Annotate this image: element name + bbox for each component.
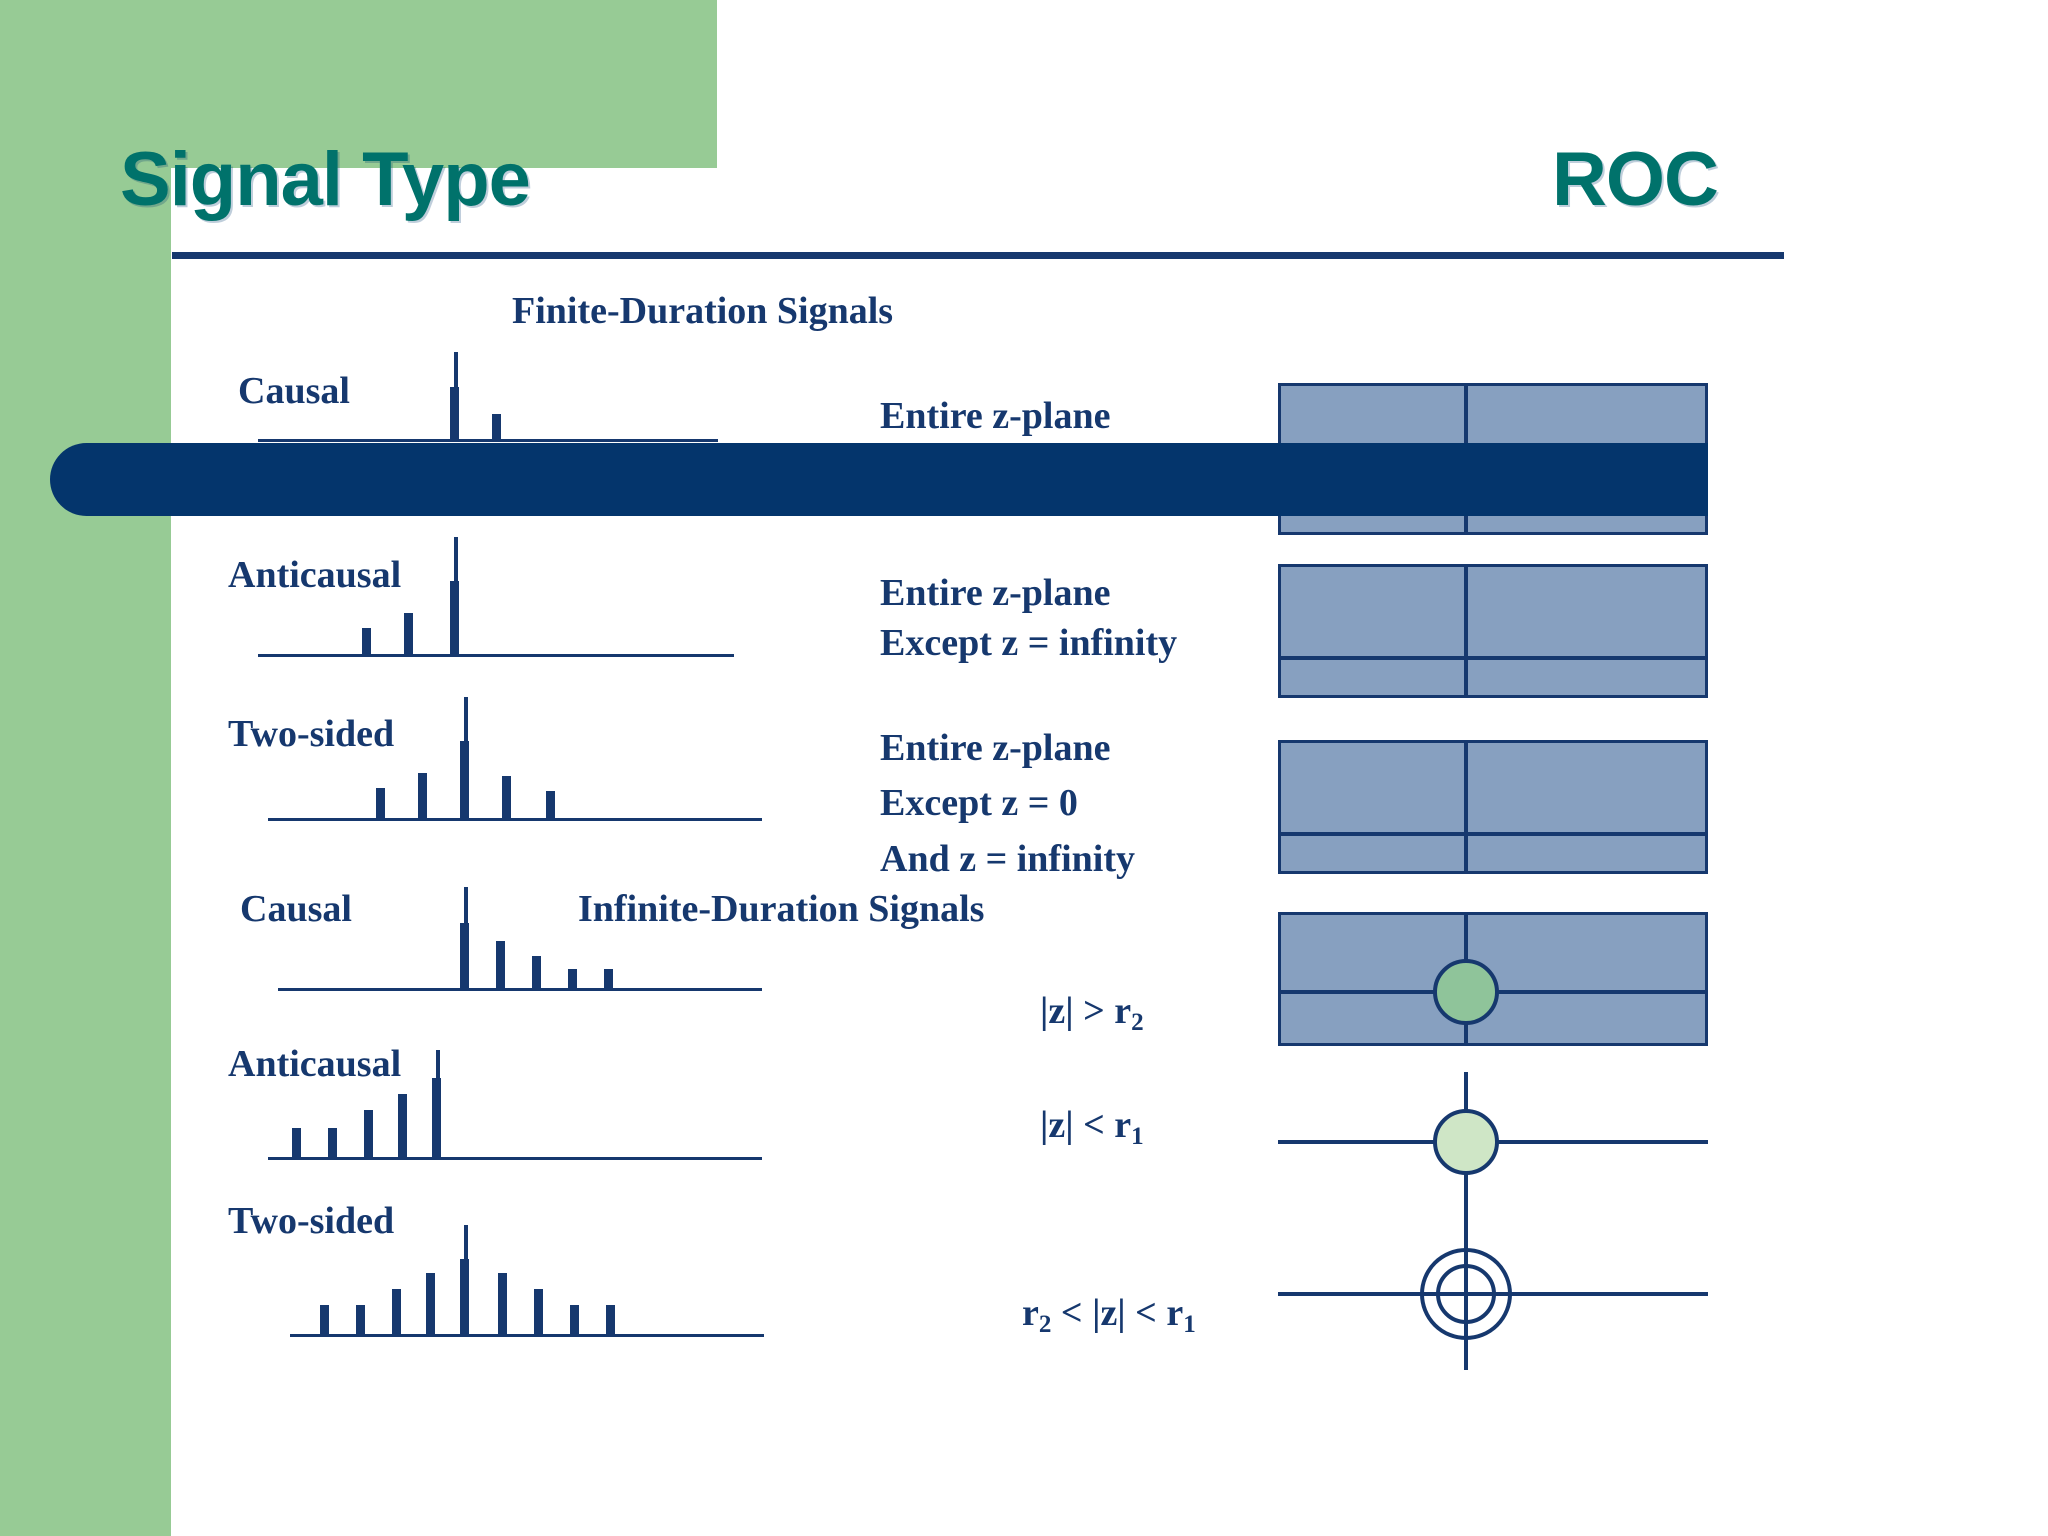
stem-bar (450, 387, 459, 442)
highlight-bar[interactable] (50, 443, 1708, 516)
stem-plot-anticausal-finite (258, 537, 734, 657)
stem-bar (362, 628, 371, 657)
stem-plot-twosided-finite (268, 697, 762, 821)
stem-bar (460, 741, 469, 821)
unit-circle-icon-outer (1420, 1248, 1512, 1340)
stem-bar (460, 1259, 469, 1337)
section-heading-infinite: Infinite-Duration Signals (578, 888, 985, 930)
roc-shaded-region (1278, 564, 1708, 698)
z-plane-row5 (1278, 1072, 1708, 1212)
stem-bar (392, 1289, 401, 1337)
real-axis (1278, 832, 1708, 836)
signal-label-anticausal-infinite: Anticausal (228, 1043, 402, 1085)
roc-text-row3-line3: And z = infinity (880, 838, 1135, 880)
z-plane-row3 (1278, 740, 1708, 874)
roc-text-row3-line2: Except z = 0 (880, 782, 1078, 824)
stem-bar (570, 1305, 579, 1337)
stem-bar (398, 1094, 407, 1160)
page-title-signal-type: Signal Type (120, 137, 531, 222)
roc-math-row4: |z| > r2 (1040, 990, 1144, 1037)
imaginary-axis (1464, 564, 1468, 698)
stem-bar (492, 414, 501, 442)
stem-bar (356, 1305, 365, 1337)
title-divider (172, 252, 1784, 259)
stem-bar (364, 1110, 373, 1160)
stem-bar (498, 1273, 507, 1337)
stem-axis (258, 654, 734, 657)
stem-bar (502, 776, 511, 821)
stem-plot-causal-finite (258, 352, 718, 442)
stem-bar (606, 1305, 615, 1337)
unit-circle-icon (1433, 1109, 1499, 1175)
roc-text-row2-line1: Entire z-plane (880, 572, 1111, 614)
signal-label-twosided-finite: Two-sided (228, 713, 395, 755)
stem-bar (604, 969, 613, 991)
stem-bar (292, 1128, 301, 1160)
z-plane-row2 (1278, 564, 1708, 698)
stem-bar (450, 581, 459, 657)
z-plane-row6 (1278, 1210, 1708, 1370)
stem-bar (568, 969, 577, 991)
real-axis (1278, 656, 1708, 660)
unit-circle-icon-inner (1436, 1264, 1496, 1324)
unit-circle-icon (1433, 959, 1499, 1025)
roc-shaded-region (1278, 740, 1708, 874)
signal-label-causal-infinite: Causal (240, 888, 352, 930)
stem-bar (496, 941, 505, 991)
stem-bar (328, 1128, 337, 1160)
signal-label-causal-finite: Causal (238, 370, 350, 412)
stem-bar (460, 923, 469, 991)
stem-bar (376, 788, 385, 821)
roc-math-row5: |z| < r1 (1040, 1104, 1144, 1151)
stem-bar (418, 773, 427, 821)
stem-bar (404, 613, 413, 657)
stem-bar (320, 1305, 329, 1337)
imaginary-axis (1464, 740, 1468, 874)
stem-bar (432, 1078, 441, 1160)
roc-math-row6: r2 < |z| < r1 (1022, 1292, 1196, 1339)
roc-text-row3-line1: Entire z-plane (880, 727, 1111, 769)
page-title-roc: ROC (1552, 137, 1719, 222)
signal-label-twosided-infinite: Two-sided (228, 1200, 395, 1242)
stem-bar (532, 956, 541, 991)
stem-axis (258, 439, 718, 442)
signal-label-anticausal-finite: Anticausal (228, 554, 402, 596)
green-left-band (0, 0, 171, 1536)
roc-text-row1: Entire z-plane (880, 395, 1111, 437)
green-top-block (0, 0, 717, 168)
stem-axis (290, 1334, 764, 1337)
stem-axis (268, 1157, 762, 1160)
stem-bar (426, 1273, 435, 1337)
stem-bar (534, 1289, 543, 1337)
stem-plot-anticausal-infinite (268, 1050, 762, 1160)
roc-text-row2-line2: Except z = infinity (880, 622, 1178, 664)
section-heading-finite: Finite-Duration Signals (512, 290, 894, 332)
stem-axis (278, 988, 762, 991)
stem-plot-twosided-infinite (290, 1225, 764, 1337)
z-plane-row4 (1278, 912, 1708, 1046)
stem-plot-causal-infinite (278, 887, 762, 991)
stem-axis (268, 818, 762, 821)
stem-bar (546, 791, 555, 821)
